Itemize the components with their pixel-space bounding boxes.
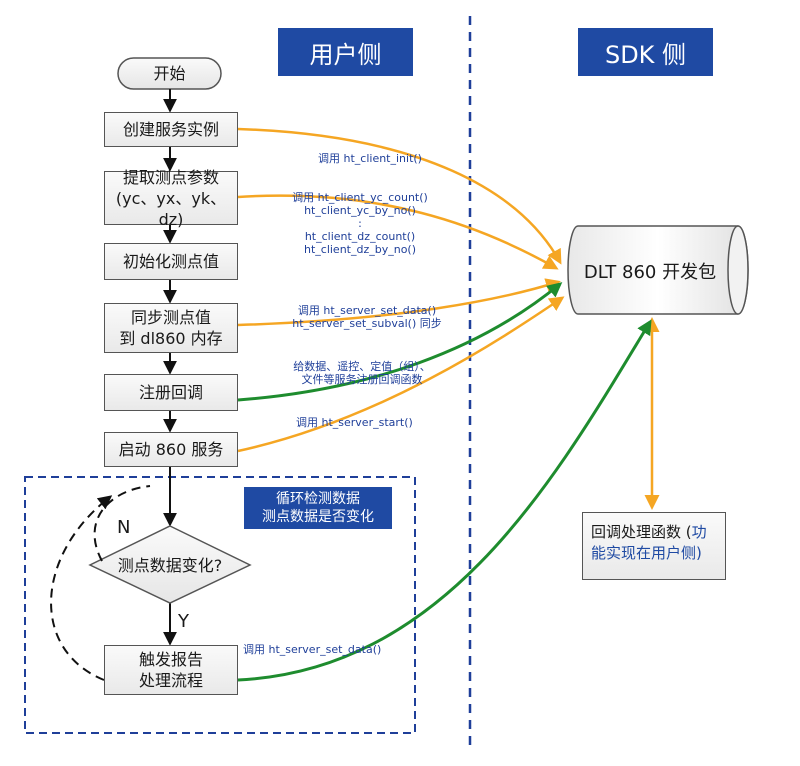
decision-label: 测点数据变化? bbox=[117, 555, 223, 575]
loop-region-border bbox=[24, 476, 416, 734]
sdk-package-cylinder bbox=[567, 225, 749, 315]
no-label: N bbox=[117, 517, 131, 538]
annotation-count-line3: : bbox=[358, 217, 362, 230]
annotation-count-line5: ht_client_dz_by_no() bbox=[303, 243, 417, 256]
start-label: 开始 bbox=[153, 64, 186, 83]
sync-line1: 同步测点值 bbox=[130, 308, 211, 327]
get-params-line2: (yc、yx、yk、dz) bbox=[115, 188, 227, 229]
callback-text-part2: 功 bbox=[691, 523, 707, 541]
init-values-step: 初始化测点值 bbox=[104, 243, 238, 280]
callback-text-part1: 回调处理函数 ( bbox=[591, 523, 692, 541]
loop-note: 循环检测数据 测点数据是否变化 bbox=[244, 487, 392, 529]
trigger-line1: 触发报告 bbox=[138, 650, 203, 669]
orange-call-arrows bbox=[237, 127, 660, 510]
annotation-count-line2: ht_client_yc_by_no() bbox=[304, 204, 416, 217]
annotation-set-data: 调用 ht_server_set_data() ht_server_set_su… bbox=[282, 304, 452, 330]
create-instance-step: 创建服务实例 bbox=[104, 112, 238, 147]
annotation-count-line1: 调用 ht_client_yc_count() bbox=[292, 191, 428, 204]
annotation-count: 调用 ht_client_yc_count() ht_client_yc_by_… bbox=[282, 191, 438, 256]
loop-back-outer bbox=[50, 495, 113, 681]
annotation-start: 调用 ht_server_start() bbox=[296, 416, 413, 429]
annotation-set-line2: ht_server_set_subval() 同步 bbox=[292, 317, 442, 330]
loop-note-line2: 测点数据是否变化 bbox=[262, 509, 374, 525]
loop-note-line1: 循环检测数据 bbox=[276, 491, 360, 507]
annotation-init: 调用 ht_client_init() bbox=[318, 152, 422, 165]
annotation-count-line4: ht_client_dz_count() bbox=[304, 230, 416, 243]
register-callback-step: 注册回调 bbox=[104, 374, 238, 411]
callback-handler-box: 回调处理函数 (功能实现在用户侧) bbox=[582, 512, 726, 580]
decision-diamond bbox=[88, 525, 252, 604]
user-side-header: 用户侧 bbox=[278, 28, 413, 76]
trigger-report-step: 触发报告 处理流程 bbox=[104, 645, 238, 695]
green-callback-arrows bbox=[237, 282, 652, 682]
sdk-package-label: DLT 860 开发包 bbox=[583, 262, 717, 283]
annotation-register: 给数据、遥控、定值（组）、 文件等服务注册回调函数 bbox=[282, 360, 442, 386]
annotation-register-line2: 文件等服务注册回调函数 bbox=[301, 373, 423, 386]
trigger-line2: 处理流程 bbox=[138, 671, 203, 690]
loop-back-inner bbox=[93, 485, 151, 562]
annotation-register-line1: 给数据、遥控、定值（组）、 bbox=[293, 360, 431, 373]
start-service-step: 启动 860 服务 bbox=[104, 432, 238, 467]
yes-label: Y bbox=[178, 611, 189, 632]
callback-text-part3: 能实现在用户侧) bbox=[591, 544, 702, 562]
sdk-side-header: SDK 侧 bbox=[578, 28, 713, 76]
annotation-set-line1: 调用 ht_server_set_data() bbox=[297, 304, 437, 317]
get-params-step: 提取测点参数 (yc、yx、yk、dz) bbox=[104, 168, 238, 229]
sync-line2: 到 dl860 内存 bbox=[119, 329, 223, 348]
annotation-report: 调用 ht_server_set_data() bbox=[243, 643, 382, 656]
sync-values-step: 同步测点值 到 dl860 内存 bbox=[104, 303, 238, 353]
get-params-line1: 提取测点参数 bbox=[122, 167, 219, 187]
